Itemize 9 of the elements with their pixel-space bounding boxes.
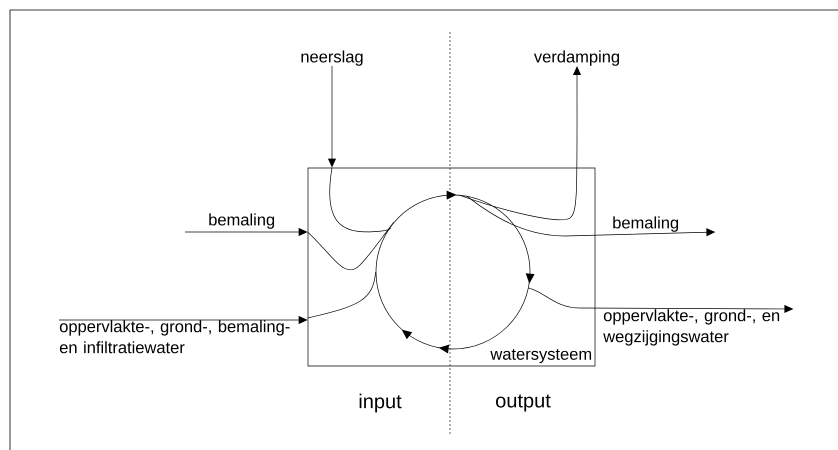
flow-label: verdamping [534, 50, 620, 66]
section-label: output [496, 394, 551, 412]
flow-label: bemaling [209, 213, 274, 229]
flow-label: neerslag [301, 50, 363, 66]
section-label: input [360, 394, 402, 412]
system-box: watersysteem [308, 168, 596, 366]
flow-label: oppervlakte-, grond-, bemaling- en infiltratiewater [60, 320, 290, 354]
flow-label: oppervlakte-, grond-, en wegzijgingswater [603, 309, 780, 346]
flow-label: bemaling [613, 216, 678, 232]
